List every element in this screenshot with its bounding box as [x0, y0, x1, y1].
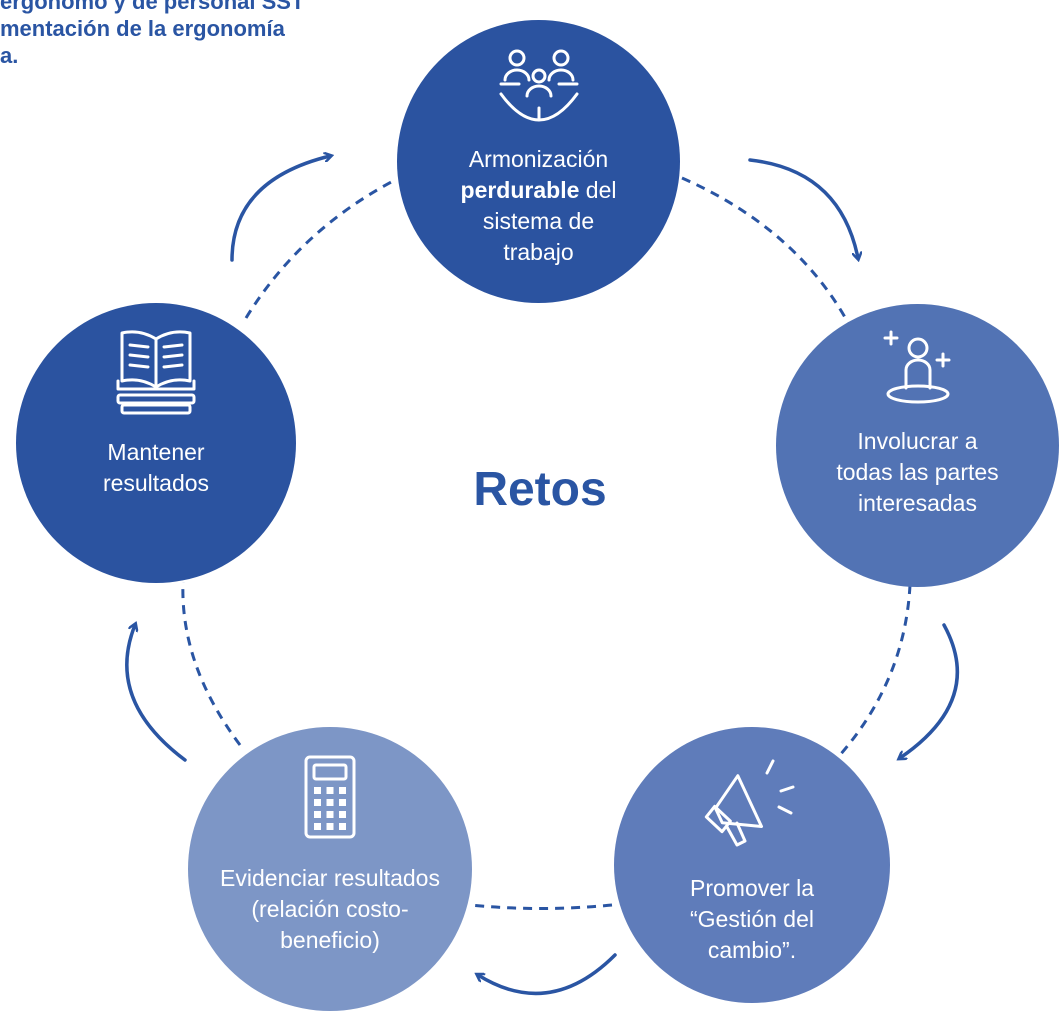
cycle-arrow [125, 625, 187, 762]
label-line: Evidenciar resultados [220, 865, 440, 891]
label-line: Armonización [468, 146, 609, 172]
label-line: Involucrar a [857, 428, 978, 454]
cycle-arrow [748, 158, 858, 258]
user-plus-icon [883, 330, 950, 404]
node-mantener: Mantener resultados [16, 303, 296, 583]
label-line: (relación costo- [251, 896, 409, 922]
label-line: interesadas [858, 490, 977, 516]
center-title: Retos [473, 463, 607, 516]
node-label: Mantener resultados [103, 437, 209, 499]
cycle-arrow [900, 623, 959, 758]
header-line: mentación de la ergonomía [0, 16, 285, 41]
cycle-arrow [230, 156, 330, 262]
dashed-connector [838, 584, 912, 756]
label-emphasis: perdurable [460, 177, 580, 203]
label-line: Promover la [690, 875, 814, 901]
book-icon [116, 330, 196, 415]
dashed-connector [681, 176, 854, 331]
label-line: Mantener [107, 439, 205, 465]
node-label: Armonización perdurable del sistema de t… [461, 144, 617, 268]
node-label: Involucrar a todas las partes interesada… [836, 426, 998, 519]
node-involucrar: Involucrar a todas las partes interesada… [776, 304, 1059, 587]
label-line: sistema de [482, 208, 595, 234]
dashed-connector [244, 178, 396, 319]
label-line: beneficio) [280, 927, 380, 953]
node-promover: Promover la “Gestión del cambio”. [614, 727, 890, 1003]
header-text: ergonomo y de personal SST mentación de … [0, 0, 380, 69]
dashed-connector [181, 581, 242, 746]
team-icon [499, 49, 578, 122]
node-evidenciar: Evidenciar resultados (relación costo- b… [188, 727, 472, 1011]
node-armonizacion: Armonización perdurable del sistema de t… [397, 20, 680, 303]
label-line: trabajo [503, 239, 574, 265]
cycle-arrow [478, 953, 617, 996]
calculator-icon [304, 755, 356, 839]
megaphone-icon [704, 759, 795, 847]
label-line: cambio”. [707, 937, 797, 963]
node-label: Promover la “Gestión del cambio”. [690, 873, 814, 966]
label-line: resultados [102, 470, 210, 496]
label-line: todas las partes [836, 459, 999, 485]
label-text: del [585, 177, 617, 203]
label-line: “Gestión del [689, 906, 814, 932]
header-line: ergonomo y de personal SST [0, 0, 305, 14]
node-label: Evidenciar resultados (relación costo- b… [220, 863, 440, 956]
dashed-connector [469, 903, 613, 910]
header-line: a. [0, 43, 19, 68]
